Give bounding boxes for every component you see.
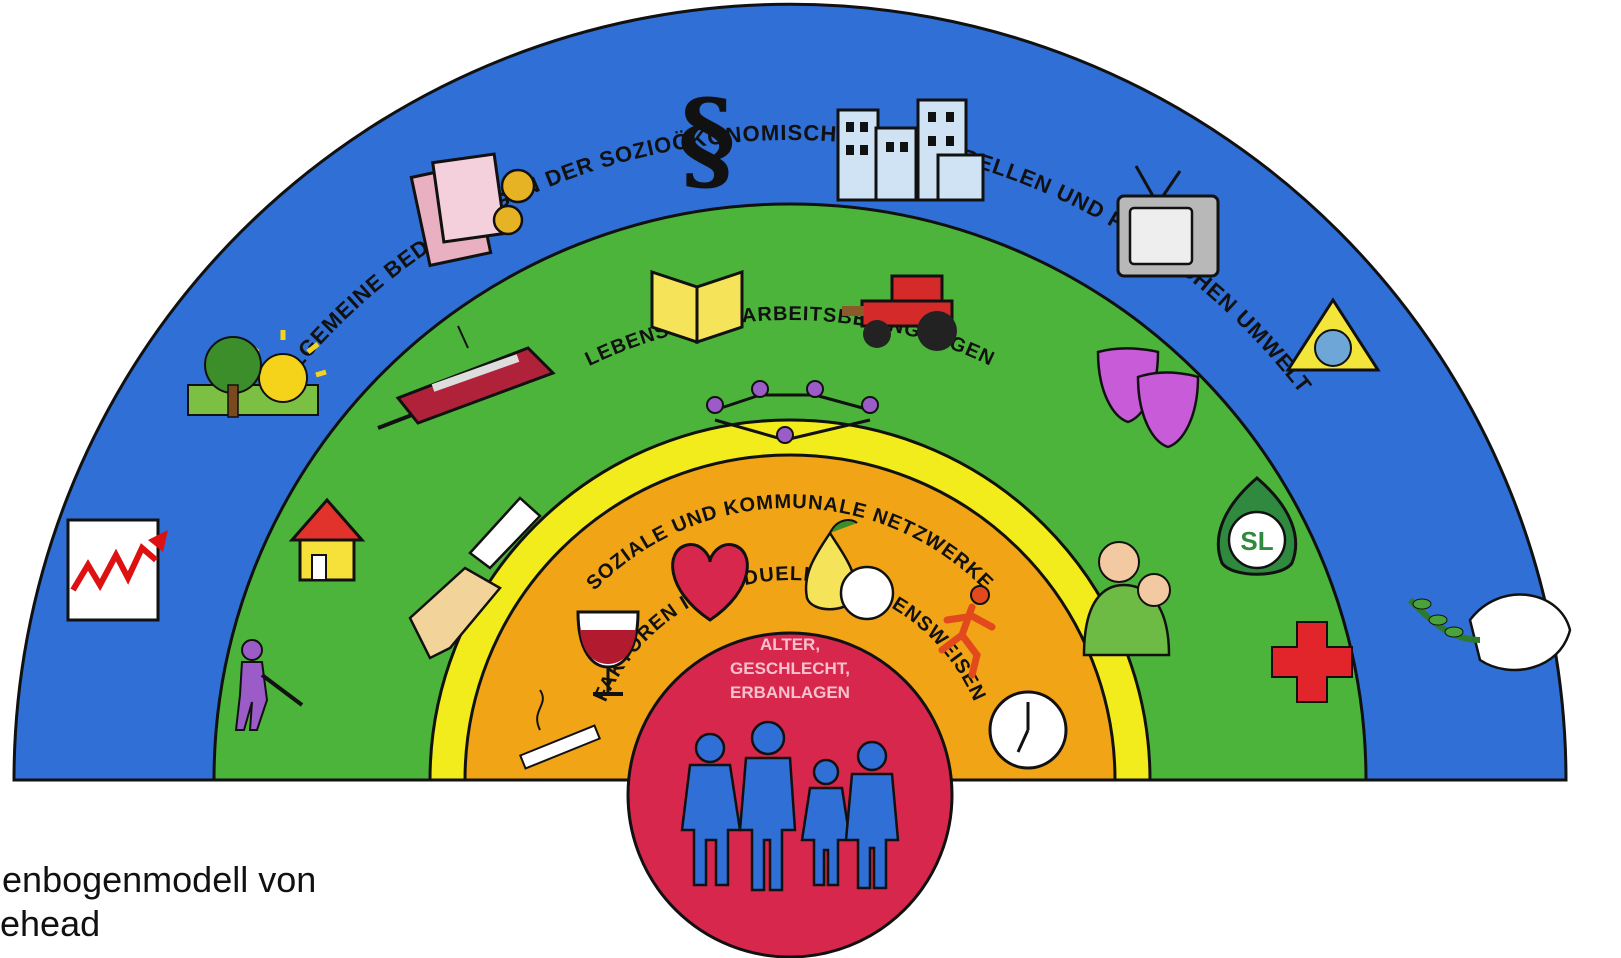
svg-text:SL: SL	[1240, 526, 1273, 556]
dove-icon	[1407, 593, 1572, 672]
family-hug-icon	[1082, 541, 1171, 657]
book-icon	[650, 269, 744, 345]
family-icon	[680, 720, 900, 892]
seal-icon: SL	[1216, 476, 1298, 576]
masks-icon	[1096, 347, 1200, 449]
core-line-1: ALTER,	[760, 635, 820, 654]
core-line-2: GESCHLECHT,	[730, 659, 850, 678]
core-line-3: ERBANLAGEN	[730, 683, 850, 702]
tractor-icon	[842, 274, 957, 351]
clock-icon	[988, 690, 1068, 770]
tv-icon	[1116, 165, 1220, 278]
house-icon	[288, 497, 366, 582]
heart-icon	[671, 543, 749, 622]
wine-icon	[576, 610, 640, 696]
cigarette-icon	[518, 689, 602, 770]
svg-text:§: §	[678, 75, 736, 204]
tree-sun-icon	[187, 330, 327, 418]
runner-icon	[938, 585, 996, 679]
city-icon	[836, 98, 985, 202]
caption: genbogenmodell von itehead	[0, 858, 316, 946]
train-icon	[377, 325, 556, 430]
ring-lifestyle	[463, 453, 1117, 782]
paragraph-icon: §	[678, 75, 736, 204]
handshake-icon	[408, 496, 542, 660]
recycle-icon	[1285, 297, 1381, 372]
worker-icon	[234, 639, 304, 731]
money-icon	[409, 152, 536, 268]
network-icon	[706, 380, 879, 444]
caption-line-1: genbogenmodell von	[0, 859, 317, 900]
red-cross-icon	[1271, 621, 1353, 703]
fruit-icon	[804, 519, 895, 621]
caption-line-2: itehead	[0, 903, 101, 944]
chart-icon	[66, 518, 168, 622]
